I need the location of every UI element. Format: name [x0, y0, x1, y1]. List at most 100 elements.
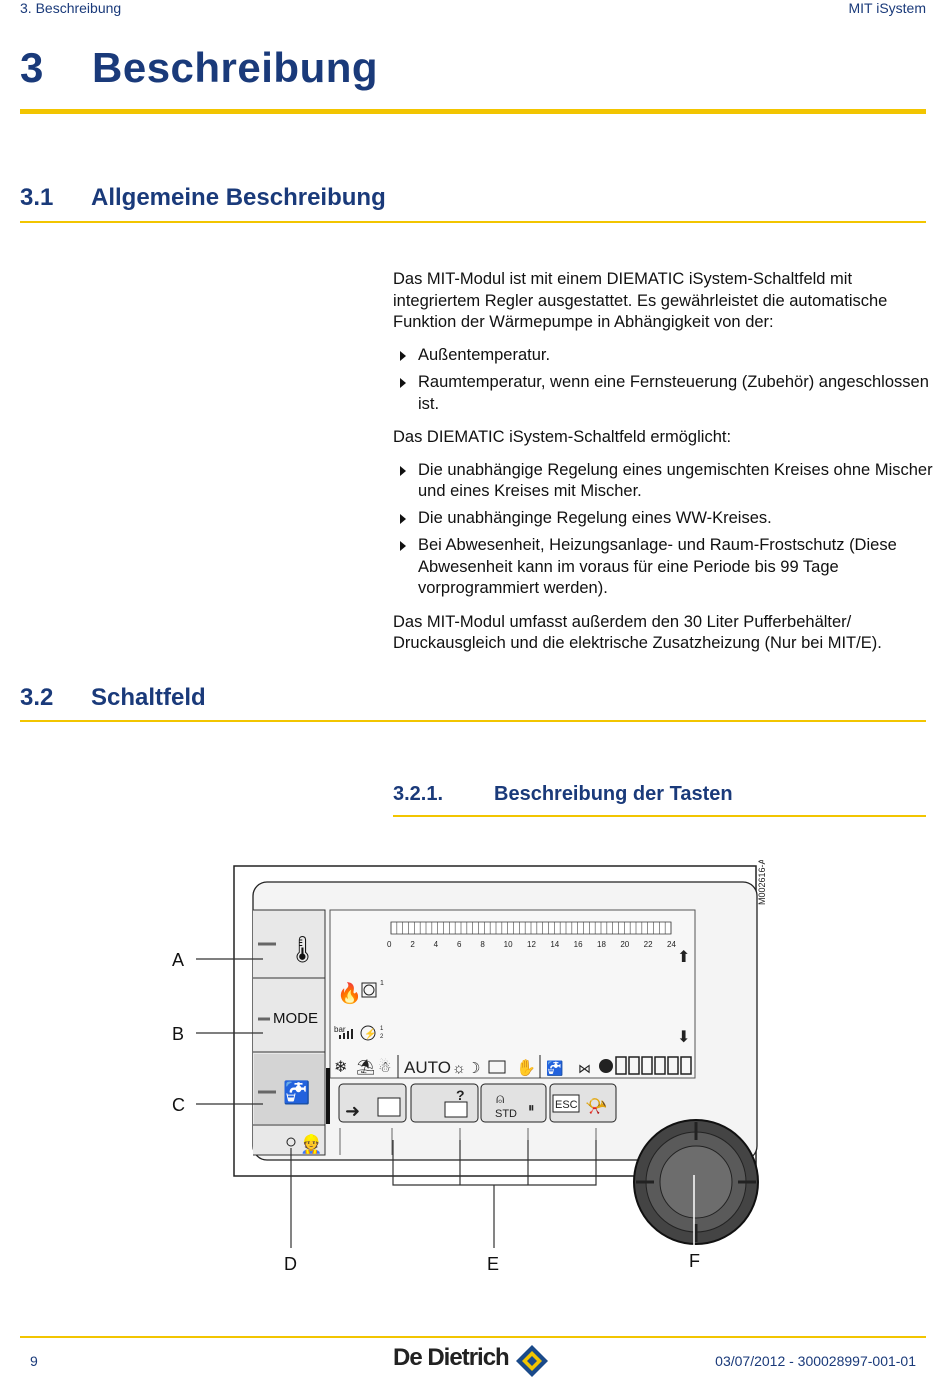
soft-button-3[interactable]: [480, 1083, 547, 1123]
running-header-right: MIT iSystem: [848, 0, 926, 16]
brand-logo: De Dietrich: [393, 1344, 549, 1378]
paragraph-intro2: Das DIEMATIC iSystem-Schaltfeld ermöglic…: [393, 428, 732, 446]
section-heading-3-1: 3.1 Allgemeine Beschreibung: [20, 184, 386, 212]
segment-digit: [680, 1056, 692, 1075]
list-item: Raumtemperatur, wenn eine Fernsteuerung …: [393, 372, 933, 415]
mode-label: MODE: [273, 1010, 318, 1027]
paragraph-intro: Das MIT-Modul ist mit einem DIEMATIC iSy…: [393, 270, 888, 331]
callout-d: D: [284, 1254, 297, 1274]
esc-box: [552, 1094, 580, 1113]
section-body: Das MIT-Modul ist mit einem DIEMATIC iSy…: [393, 269, 933, 655]
section-title: Allgemeine Beschreibung: [91, 184, 386, 211]
rotary-knob[interactable]: [633, 1119, 759, 1245]
running-header-left: 3. Beschreibung: [20, 0, 122, 16]
segment-digit: [654, 1056, 666, 1075]
led-indicator: [286, 1137, 296, 1147]
segment-digit: [628, 1056, 640, 1075]
list-item: Außentemperatur.: [393, 345, 933, 367]
svg-text:⚡: ⚡: [364, 1027, 376, 1040]
bell-icon: ⍝: [496, 1090, 504, 1106]
paragraph-outro: Das MIT-Modul umfasst außerdem den 30 Li…: [393, 612, 882, 653]
svg-text:2: 2: [380, 1034, 384, 1040]
suitcase-icon: [488, 1060, 506, 1074]
hand-icon: ✋: [516, 1058, 536, 1077]
flame-icon: 🔥: [337, 981, 362, 1005]
snowman-icon: ☃: [378, 1058, 391, 1076]
service-technician-icon: 👷: [300, 1133, 322, 1154]
svg-text:1: 1: [380, 1026, 384, 1032]
callout-a: A: [172, 950, 184, 970]
list-item: Bei Abwesenheit, Heizungsanlage- und Rau…: [393, 535, 933, 600]
footer-rule: [20, 1336, 926, 1338]
pressure-signal-icon: [339, 1029, 353, 1039]
timeline-tick-label: 4: [434, 940, 439, 949]
brand-name: De Dietrich: [393, 1344, 510, 1372]
subsection-heading: 3.2.1. Beschreibung der Tasten: [393, 783, 733, 806]
svg-text:1: 1: [380, 980, 384, 987]
callout-e: E: [487, 1254, 499, 1274]
horn-icon: 📯: [585, 1096, 607, 1116]
book-icon: [377, 1097, 401, 1117]
thermometer-icon: 🌡: [286, 934, 319, 964]
timeline-tick-label: 8: [480, 940, 485, 949]
pump-icon: [361, 982, 377, 998]
document-reference: 03/07/2012 - 300028997-001-01: [715, 1353, 916, 1369]
timeline-tick-label: 12: [527, 940, 536, 949]
segment-digits: [615, 1056, 692, 1075]
arrow-down-icon: ⬇: [677, 1029, 690, 1046]
segment-digit: [667, 1056, 679, 1075]
timeline-tick-label: 24: [667, 940, 676, 949]
lcd-display: [329, 909, 696, 1079]
callout-f: F: [689, 1251, 700, 1271]
timeline-tick-label: 14: [550, 940, 559, 949]
list-item: Die unabhänginge Regelung eines WW-Kreis…: [393, 508, 933, 530]
std-label: STD: [495, 1108, 517, 1120]
timeline-tick-label: 10: [504, 940, 513, 949]
bullet-arrow-icon: [400, 350, 406, 361]
valve-icon: ⋈: [578, 1061, 591, 1076]
arrow-right-icon: ➜: [345, 1101, 360, 1121]
play-icon: [599, 1059, 613, 1073]
section-rule: [20, 720, 926, 722]
timeline-tick-label: 0: [387, 940, 392, 949]
subsection-title: Beschreibung der Tasten: [494, 783, 733, 805]
list-item: Die unabhängige Regelung eines ungemisch…: [393, 460, 933, 503]
callout-c: C: [172, 1095, 185, 1115]
bullet-arrow-icon: [400, 378, 406, 388]
snowflake-icon: ❄: [334, 1059, 347, 1076]
sun-umbrella-icon: ⛱: [356, 1059, 375, 1076]
chapter-number: 3: [20, 44, 44, 91]
sun-icon: ☼: [452, 1060, 466, 1077]
question-icon: ?: [456, 1087, 465, 1103]
esc-label: ESC: [555, 1099, 578, 1111]
bullet-arrow-icon: [400, 465, 406, 476]
bar-label: bar: [334, 1025, 346, 1034]
chapter-title-text: Beschreibung: [92, 44, 379, 91]
auto-label: AUTO: [404, 1058, 451, 1077]
button-c-area: [254, 1054, 324, 1124]
tap-water-icon: 🚰: [283, 1080, 310, 1105]
callout-b: B: [172, 1024, 184, 1044]
figure-code: M002616-A: [757, 860, 767, 905]
section-number: 3.1: [20, 184, 54, 211]
pause-icon: ⏸: [528, 1100, 535, 1115]
arrow-up-icon: ⬆: [677, 949, 690, 966]
timeline-tick-label: 16: [574, 940, 583, 949]
timeline-tick-label: 6: [457, 940, 462, 949]
bullet-arrow-icon: [400, 513, 406, 524]
page-number: 9: [30, 1353, 38, 1369]
subsection-number: 3.2.1.: [393, 783, 444, 805]
segment-digit: [641, 1056, 653, 1075]
chapter-title: 3 Beschreibung: [20, 44, 378, 92]
power-icon: [360, 1025, 376, 1041]
chapter-rule: [20, 109, 926, 114]
segment-digit: [615, 1056, 627, 1075]
moon-icon: ☽: [467, 1060, 480, 1077]
brand-diamond-icon: [516, 1345, 549, 1377]
subsection-rule: [393, 815, 926, 817]
section-rule: [20, 221, 926, 223]
timeline-tick-label: 18: [597, 940, 606, 949]
